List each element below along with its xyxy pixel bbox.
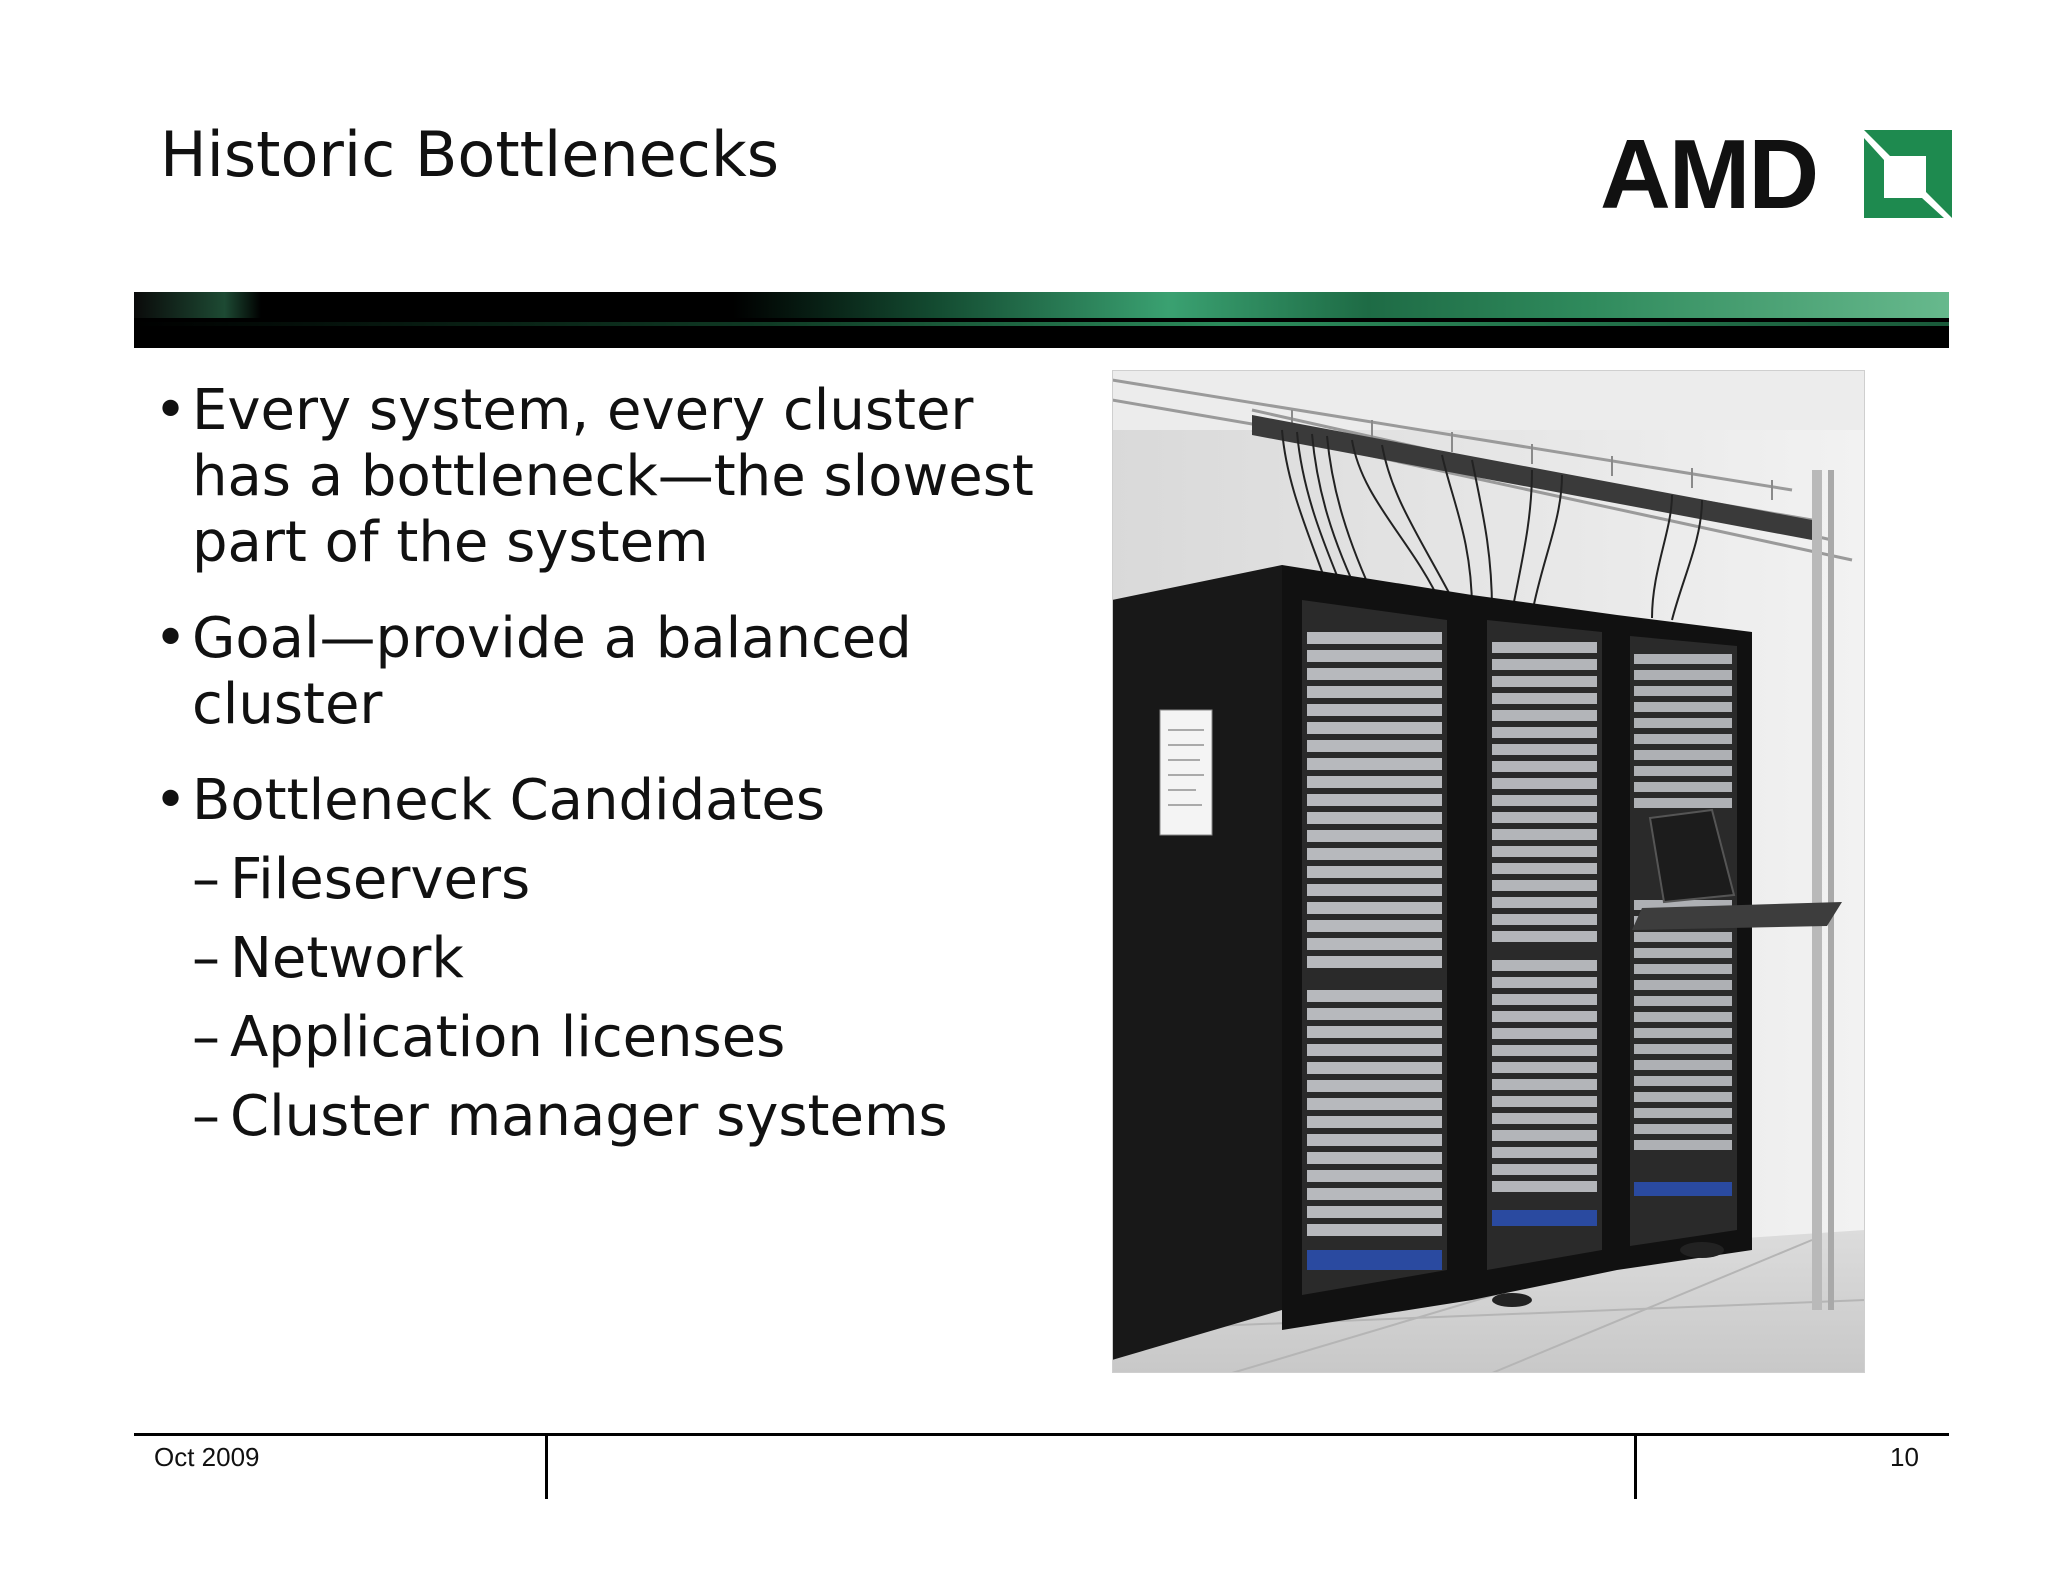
sub-dash: – (192, 1084, 220, 1149)
footer-date: Oct 2009 (154, 1442, 260, 1472)
bullet-text: Every system, every cluster has a bottle… (192, 378, 1034, 575)
amd-arrow-icon (1864, 130, 1952, 218)
footer-tick-right (1634, 1433, 1637, 1499)
bullet-dot: • (154, 378, 188, 443)
sub-item: – Fileservers (150, 847, 1050, 913)
footer-divider (134, 1433, 1949, 1436)
sub-dash: – (192, 847, 220, 912)
slide-title: Historic Bottlenecks (160, 118, 780, 191)
sub-item: – Cluster manager systems (150, 1084, 1050, 1150)
sub-item-text: Fileservers (230, 847, 531, 912)
sub-item-text: Network (230, 926, 464, 991)
bullet-list: • Every system, every cluster has a bott… (150, 378, 1050, 1163)
footer-tick-left (545, 1433, 548, 1499)
bullet-dot: • (154, 768, 188, 833)
sub-dash: – (192, 926, 220, 991)
sub-item-text: Cluster manager systems (230, 1084, 948, 1149)
bullet-dot: • (154, 606, 188, 671)
bullet-text: Bottleneck Candidates (192, 768, 826, 833)
page-number: 10 (1890, 1442, 1919, 1472)
amd-logo: AMD (1600, 124, 1952, 224)
server-racks-photo (1112, 370, 1865, 1373)
amd-logo-text: AMD (1600, 119, 1819, 229)
bullet-item: • Bottleneck Candidates (150, 768, 1050, 834)
header-band-gradient (134, 292, 1949, 318)
sub-dash: – (192, 1005, 220, 1070)
server-racks-illustration (1112, 370, 1865, 1373)
bullet-item: • Goal—provide a balanced cluster (150, 606, 1050, 738)
header-band-line (134, 322, 1949, 326)
sub-item: – Network (150, 926, 1050, 992)
sub-item: – Application licenses (150, 1005, 1050, 1071)
bullet-item: • Every system, every cluster has a bott… (150, 378, 1050, 576)
header-band (134, 292, 1949, 348)
sub-item-text: Application licenses (230, 1005, 786, 1070)
bullet-text: Goal—provide a balanced cluster (192, 606, 912, 737)
